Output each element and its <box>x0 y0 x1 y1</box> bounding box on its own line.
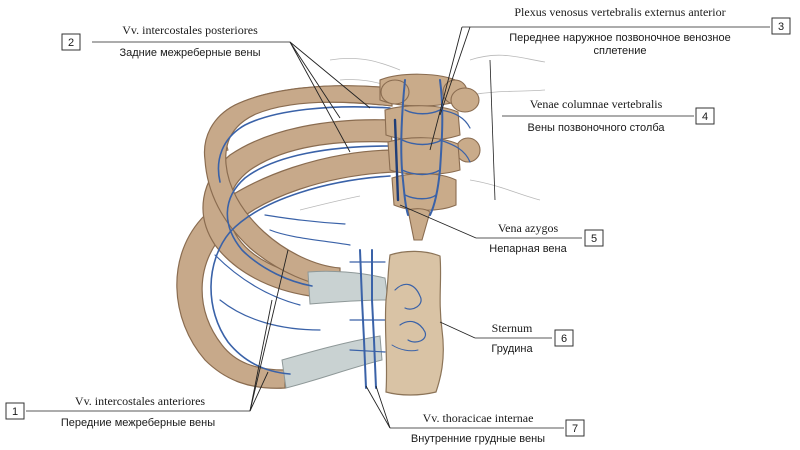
number-box-1 <box>5 402 25 420</box>
illustration <box>176 54 546 396</box>
number-box-3 <box>771 17 791 35</box>
leader-lines <box>26 26 770 429</box>
label-3-russian: Переднее наружное позвоночное венозное <box>509 32 730 44</box>
label-2-latin: Vv. intercostales posteriores <box>122 23 258 37</box>
number-box-4 <box>695 107 715 125</box>
number-box-6 <box>554 329 574 347</box>
internal-thoracic-veins <box>349 249 386 389</box>
label-6: 6 Sternum Грудина <box>491 321 574 355</box>
label-7-latin: Vv. thoracicae internae <box>423 411 534 425</box>
label-5: 5 Vena azygos Непарная вена <box>489 221 604 255</box>
label-4-number: 4 <box>702 111 708 123</box>
label-5-russian: Непарная вена <box>489 243 567 255</box>
label-2-number: 2 <box>68 37 74 49</box>
label-4-russian: Вены позвоночного столба <box>527 122 665 134</box>
label-1-latin: Vv. intercostales anteriores <box>75 394 206 408</box>
intercostal-veins <box>210 106 391 375</box>
label-7: 7 Vv. thoracicae internae Внутренние гру… <box>411 411 585 445</box>
label-5-number: 5 <box>591 233 597 245</box>
sternum-shape <box>384 250 444 396</box>
label-6-russian: Грудина <box>491 343 533 355</box>
label-1-russian: Передние межреберные вены <box>61 417 215 429</box>
label-2: 2 Vv. intercostales posteriores Задние м… <box>61 23 261 59</box>
label-3: 3 Plexus venosus vertebralis externus an… <box>509 5 791 57</box>
label-3-russian-line2: сплетение <box>594 45 647 57</box>
label-5-latin: Vena azygos <box>498 221 559 235</box>
label-1-number: 1 <box>12 406 18 418</box>
nerve-fibers <box>299 54 546 211</box>
number-box-7 <box>565 419 585 437</box>
vertebral-column <box>379 73 481 241</box>
label-3-latin: Plexus venosus vertebralis externus ante… <box>514 5 725 19</box>
number-box-5 <box>584 229 604 247</box>
label-4-latin: Venae columnae vertebralis <box>530 97 663 111</box>
label-3-number: 3 <box>778 21 784 33</box>
label-1: 1 Vv. intercostales anteriores Передние … <box>5 394 215 429</box>
number-box-2 <box>61 33 81 51</box>
label-4: 4 Venae columnae vertebralis Вены позвон… <box>527 97 715 134</box>
label-7-number: 7 <box>572 423 578 435</box>
label-6-latin: Sternum <box>492 321 533 335</box>
label-2-russian: Задние межреберные вены <box>120 47 261 59</box>
label-7-russian: Внутренние грудные вены <box>411 433 545 445</box>
label-6-number: 6 <box>561 333 567 345</box>
